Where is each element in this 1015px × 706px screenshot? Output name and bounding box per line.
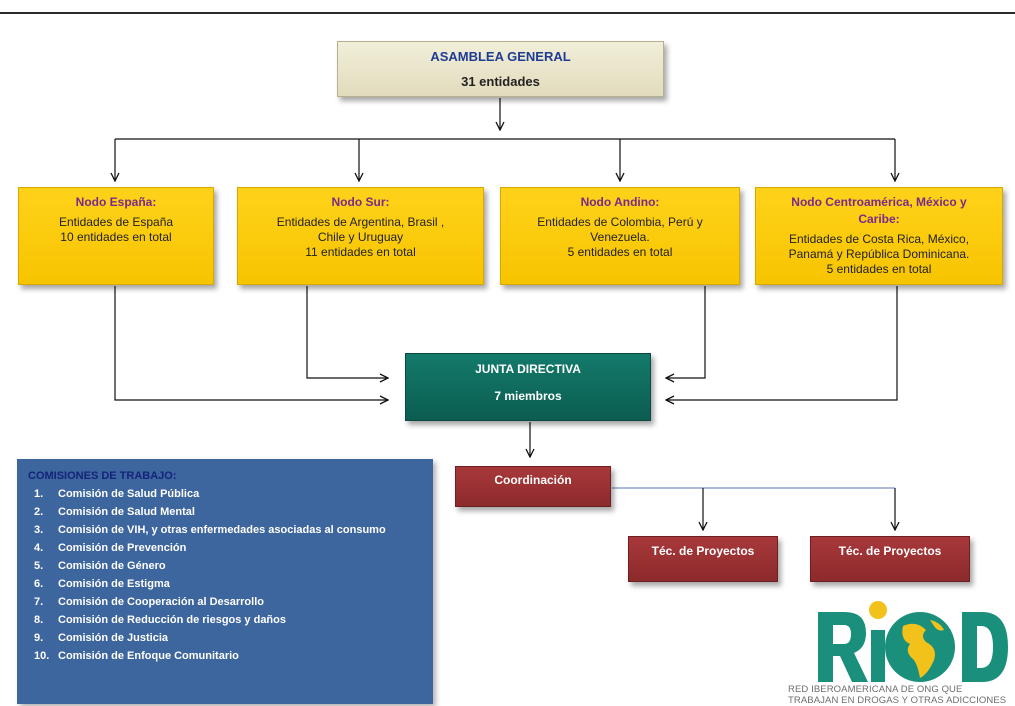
asamblea-title: ASAMBLEA GENERAL (430, 49, 571, 64)
comisiones-panel: COMISIONES DE TRABAJO: 1.Comisión de Sal… (17, 459, 433, 704)
riod-tagline: RED IBEROAMERICANA DE ONG QUE TRABAJAN E… (788, 684, 1015, 706)
tecnico-proyectos-label-1: Téc. de Proyectos (651, 544, 755, 558)
comision-item: 8.Comisión de Reducción de riesgos y dañ… (34, 614, 286, 626)
riod-tagline-line-2: TRABAJAN EN DROGAS Y OTRAS ADICCIONES (788, 695, 1007, 706)
junta-title: JUNTA DIRECTIVA (475, 362, 581, 376)
nodo-andino-line-3: 5 entidades en total (567, 245, 673, 259)
comision-item: 5.Comisión de Género (34, 560, 166, 572)
nodo-sur-box: Nodo Sur: Entidades de Argentina, Brasil… (237, 187, 484, 285)
nodo-espana-line-2: 10 entidades en total (60, 230, 172, 244)
asamblea-general-box: ASAMBLEA GENERAL 31 entidades (337, 41, 664, 97)
nodo-andino-title: Nodo Andino: (580, 195, 660, 209)
nodo-andino-line-2: Venezuela. (590, 230, 650, 244)
nodo-espana-title: Nodo España: (75, 195, 157, 209)
coordinacion-label: Coordinación (494, 473, 572, 487)
asamblea-subtitle: 31 entidades (461, 74, 540, 89)
junta-subtitle: 7 miembros (494, 389, 562, 403)
arrow-andino-to-junta (666, 286, 706, 378)
riod-tagline-line-1: RED IBEROAMERICANA DE ONG QUE (788, 684, 963, 695)
nodo-espana-box: Nodo España: Entidades de España 10 enti… (18, 187, 214, 285)
comision-item: 3.Comisión de VIH, y otras enfermedades … (34, 524, 386, 536)
arrow-espana-to-junta (114, 286, 388, 400)
nodo-sur-title: Nodo Sur: (331, 195, 390, 209)
nodo-sur-line-1: Entidades de Argentina, Brasil , (276, 215, 445, 229)
top-divider (0, 12, 1015, 14)
arrow-sur-to-junta (306, 286, 388, 378)
arrow-centro-to-junta (666, 286, 898, 400)
nodo-andino-box: Nodo Andino: Entidades de Colombia, Perú… (500, 187, 740, 285)
tecnico-proyectos-box-1: Téc. de Proyectos (628, 536, 778, 582)
comision-item: 9.Comisión de Justicia (34, 632, 169, 644)
comision-item: 10.Comisión de Enfoque Comunitario (34, 650, 239, 662)
comision-item: 6.Comisión de Estigma (34, 578, 170, 590)
comision-item: 4.Comisión de Prevención (34, 542, 187, 554)
nodo-centroamerica-line-3: 5 entidades en total (826, 262, 932, 276)
nodo-centroamerica-title-1: Nodo Centroamérica, México y (791, 195, 967, 209)
tecnico-proyectos-box-2: Téc. de Proyectos (810, 536, 970, 582)
nodo-centroamerica-box: Nodo Centroamérica, México y Caribe: Ent… (755, 187, 1003, 285)
junta-directiva-box: JUNTA DIRECTIVA 7 miembros (405, 353, 651, 421)
nodo-sur-line-2: Chile y Uruguay (317, 230, 404, 244)
comisiones-title: COMISIONES DE TRABAJO: (28, 470, 177, 482)
tecnico-proyectos-label-2: Téc. de Proyectos (838, 544, 942, 558)
nodo-sur-line-3: 11 entidades en total (305, 245, 416, 259)
nodo-centroamerica-title-2: Caribe: (858, 212, 900, 226)
riod-logo (818, 601, 1008, 682)
comision-item: 1.Comisión de Salud Pública (34, 488, 200, 500)
coordinacion-box: Coordinación (455, 466, 611, 507)
nodo-espana-line-1: Entidades de España (58, 215, 174, 229)
comision-item: 7.Comisión de Cooperación al Desarrollo (34, 596, 264, 608)
comisiones-list: 1.Comisión de Salud Pública 2.Comisión d… (28, 488, 423, 663)
nodo-centroamerica-line-1: Entidades de Costa Rica, México, (788, 232, 970, 246)
nodo-centroamerica-line-2: Panamá y República Dominicana. (788, 247, 970, 261)
nodo-andino-line-1: Entidades de Colombia, Perú y (537, 215, 703, 229)
comision-item: 2.Comisión de Salud Mental (34, 506, 195, 518)
